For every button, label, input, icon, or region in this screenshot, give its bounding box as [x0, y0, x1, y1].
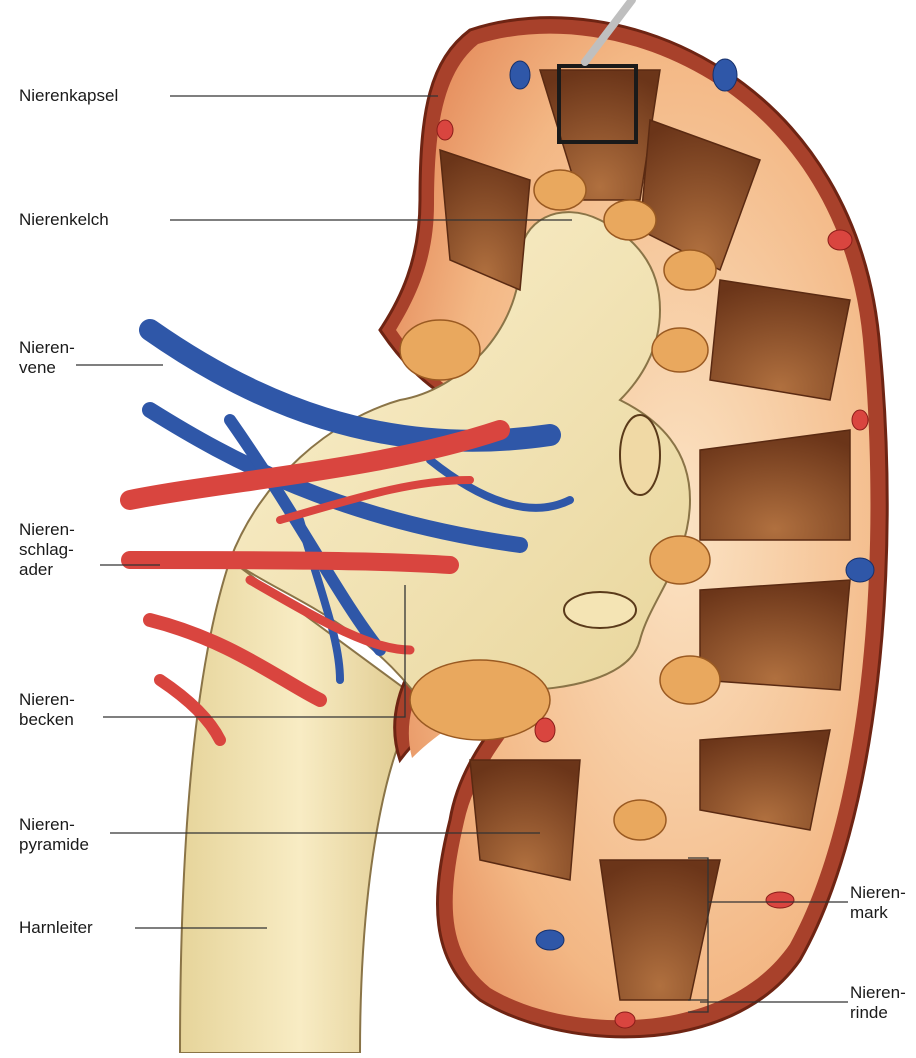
label-nierenvene: Nieren- vene	[19, 338, 75, 378]
label-nierenkelch: Nierenkelch	[19, 210, 109, 230]
label-nierenmark-line1: Nieren-	[850, 883, 906, 903]
label-nierenmark-line2: mark	[850, 903, 906, 923]
label-nierenrinde: Nieren- rinde	[850, 983, 906, 1023]
label-nierenschlagader-line2: schlag-	[19, 540, 75, 560]
pyramid-5	[700, 430, 850, 540]
vessel-cross-section	[620, 415, 660, 495]
label-nierenbecken: Nieren- becken	[19, 690, 75, 730]
label-nierenschlagader-line1: Nieren-	[19, 520, 75, 540]
ureter-opening	[564, 592, 636, 628]
label-nierenvene-line1: Nieren-	[19, 338, 75, 358]
label-nierenvene-line2: vene	[19, 358, 75, 378]
label-nierenbecken-line2: becken	[19, 710, 75, 730]
label-nierenschlagader: Nieren- schlag- ader	[19, 520, 75, 580]
label-nierenmark: Nieren- mark	[850, 883, 906, 923]
label-nierenschlagader-line3: ader	[19, 560, 75, 580]
label-nierenpyramide-line2: pyramide	[19, 835, 89, 855]
label-nierenrinde-line1: Nieren-	[850, 983, 906, 1003]
label-nierenrinde-line2: rinde	[850, 1003, 906, 1023]
pyramid-6	[700, 580, 850, 690]
pyramid-4	[710, 280, 850, 400]
label-nierenbecken-line1: Nieren-	[19, 690, 75, 710]
label-nierenpyramide: Nieren- pyramide	[19, 815, 89, 855]
label-harnleiter: Harnleiter	[19, 918, 93, 938]
pyramid-8	[470, 760, 580, 880]
label-nierenpyramide-line1: Nieren-	[19, 815, 89, 835]
label-nierenkapsel: Nierenkapsel	[19, 86, 118, 106]
